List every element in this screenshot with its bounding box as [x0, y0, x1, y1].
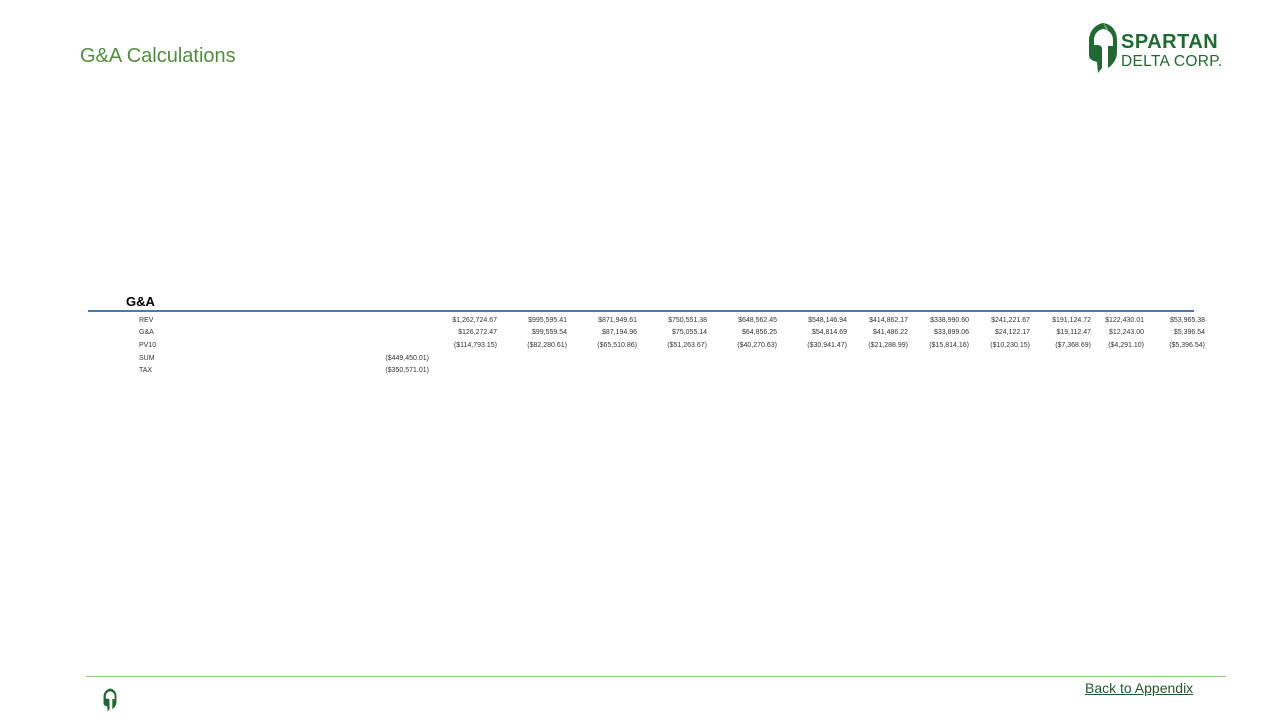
value-cell: ($10,230.15) — [990, 341, 1030, 349]
value-cell — [969, 352, 1030, 365]
row-label: G&A — [139, 329, 154, 337]
value-cell — [637, 364, 707, 377]
value-cell: $750,551.38 — [668, 316, 707, 324]
value-cell: $122,430.01 — [1105, 316, 1144, 324]
value-cell: $64,856.25 — [741, 329, 777, 337]
value-cell — [847, 352, 908, 365]
value-cell: $54,814.69 — [811, 329, 847, 337]
row-label: SUM — [139, 354, 155, 362]
value-cell — [707, 364, 777, 377]
value-cell: $24,122.17 — [994, 329, 1030, 337]
value-cell: $19,112.47 — [1056, 329, 1091, 337]
company-logo: SPARTAN DELTA CORP. — [1088, 22, 1238, 76]
value-cell: $33,899.06 — [933, 329, 969, 337]
value-cell: $41,486.22 — [872, 329, 908, 337]
value-cell — [908, 352, 969, 365]
table-row: PV10 ($114,793.15) ($82,280.61) ($65,510… — [136, 339, 1205, 352]
value-cell: $87,194.96 — [601, 329, 637, 337]
value-cell — [567, 352, 637, 365]
value-cell — [429, 364, 497, 377]
value-cell: $871,949.61 — [598, 316, 637, 324]
value-cell — [777, 364, 847, 377]
table-row: G&A $126,272.47 $99,559.54 $87,194.96 $7… — [136, 327, 1205, 340]
value-cell: $12,243.00 — [1108, 329, 1144, 337]
value-cell — [847, 364, 908, 377]
value-cell: ($114,793.15) — [453, 341, 497, 349]
total-cell — [199, 327, 429, 340]
value-cell: ($7,368.69) — [1055, 341, 1091, 349]
value-cell — [637, 352, 707, 365]
value-cell — [1144, 352, 1205, 365]
value-cell: $126,272.47 — [458, 329, 497, 337]
value-cell: ($30,941.47) — [807, 341, 847, 349]
value-cell: $75,055.14 — [671, 329, 707, 337]
value-cell — [497, 352, 567, 365]
table-row: TAX ($350,571.01) — [136, 364, 1205, 377]
spartan-helmet-icon — [1089, 23, 1117, 73]
value-cell: $995,595.41 — [528, 316, 567, 324]
value-cell: $241,221.67 — [991, 316, 1030, 324]
value-cell: ($21,288.99) — [868, 341, 908, 349]
row-label: TAX — [139, 367, 153, 375]
value-cell — [707, 352, 777, 365]
value-cell: ($5,396.54) — [1169, 341, 1205, 349]
value-cell — [497, 364, 567, 377]
ga-calculations-table: REV $1,262,724.67 $995,595.41 $871,949.6… — [136, 314, 1205, 377]
total-cell: ($350,571.01) — [385, 367, 429, 375]
page-title: G&A Calculations — [80, 45, 236, 67]
value-cell: $1,262,724.67 — [452, 316, 497, 324]
value-cell — [1091, 364, 1144, 377]
value-cell: ($40,270.63) — [737, 341, 777, 349]
table-divider — [88, 310, 1194, 312]
value-cell: $648,562.45 — [738, 316, 777, 324]
value-cell: $414,862.17 — [869, 316, 908, 324]
value-cell — [429, 352, 497, 365]
value-cell: ($51,263.67) — [667, 341, 707, 349]
value-cell — [1091, 352, 1144, 365]
value-cell: ($4,291.10) — [1108, 341, 1144, 349]
total-cell: ($449,450.01) — [385, 354, 429, 362]
total-cell — [199, 339, 429, 352]
row-label: REV — [139, 316, 154, 324]
value-cell: $548,146.94 — [808, 316, 847, 324]
value-cell: $5,396.54 — [1173, 329, 1205, 337]
row-label: PV10 — [139, 341, 157, 349]
table-row: SUM ($449,450.01) — [136, 352, 1205, 365]
value-cell — [1030, 352, 1091, 365]
logo-wordmark-primary: SPARTAN — [1121, 31, 1219, 53]
value-cell: $191,124.72 — [1052, 316, 1091, 324]
value-cell: ($82,280.61) — [527, 341, 567, 349]
table-heading: G&A — [126, 294, 155, 309]
footer-divider — [86, 676, 1226, 677]
value-cell: $338,990.60 — [930, 316, 969, 324]
value-cell: $99,559.54 — [531, 329, 567, 337]
table-row: REV $1,262,724.67 $995,595.41 $871,949.6… — [136, 314, 1205, 327]
total-cell — [199, 314, 429, 327]
value-cell — [567, 364, 637, 377]
value-cell — [969, 364, 1030, 377]
value-cell — [908, 364, 969, 377]
value-cell — [1144, 364, 1205, 377]
value-cell — [777, 352, 847, 365]
back-to-appendix-link[interactable]: Back to Appendix — [1085, 680, 1194, 696]
value-cell: ($65,510.86) — [597, 341, 637, 349]
logo-wordmark-secondary: DELTA CORP. — [1121, 53, 1223, 70]
value-cell: $53,965.38 — [1169, 316, 1205, 324]
spartan-helmet-icon — [103, 688, 117, 712]
value-cell — [1030, 364, 1091, 377]
value-cell: ($15,814.16) — [929, 341, 969, 349]
